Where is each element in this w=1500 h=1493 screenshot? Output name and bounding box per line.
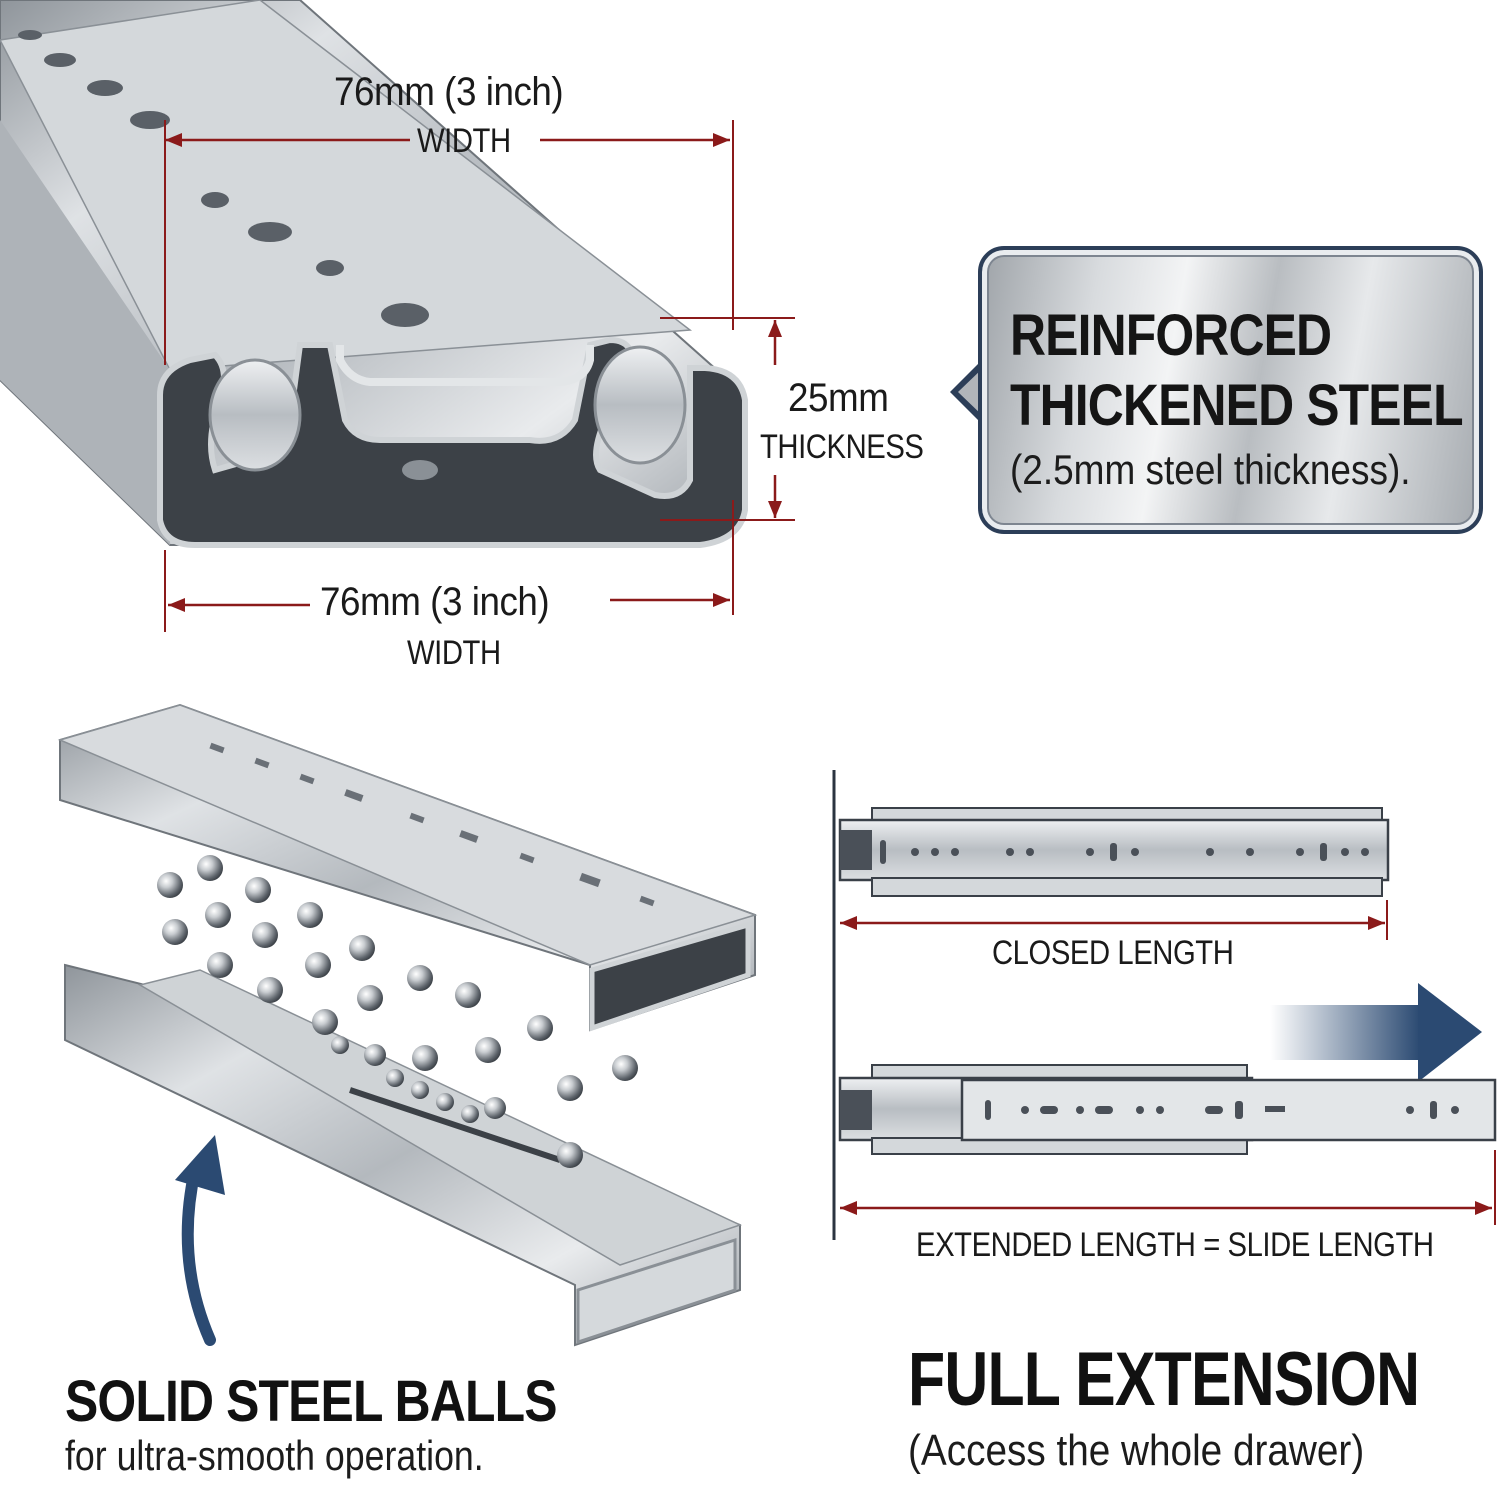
- badge-line-1: REINFORCED: [1010, 303, 1332, 368]
- dimension-lines: [164, 120, 795, 632]
- top-width-sublabel: WIDTH: [417, 122, 511, 160]
- balls-title: SOLID STEEL BALLS: [65, 1369, 557, 1434]
- top-width-label: 76mm (3 inch): [334, 70, 564, 114]
- rail-profile-illustration: [0, 0, 748, 548]
- thickness-label: 25mm: [788, 376, 889, 420]
- balls-subtitle: for ultra-smooth operation.: [65, 1432, 484, 1479]
- badge-line-2: THICKENED STEEL: [1010, 373, 1464, 438]
- exploded-rail-illustration: [57, 703, 758, 1347]
- thickness-sublabel: THICKNESS: [760, 428, 924, 466]
- bottom-width-label: 76mm (3 inch): [320, 580, 550, 624]
- steel-balls: [157, 855, 638, 1168]
- extension-title: FULL EXTENSION: [908, 1337, 1420, 1422]
- extension-subtitle: (Access the whole drawer): [908, 1426, 1365, 1475]
- extended-length-label: EXTENDED LENGTH = SLIDE LENGTH: [916, 1226, 1434, 1264]
- badge-line-3: (2.5mm steel thickness).: [1010, 446, 1411, 493]
- reinforced-steel-badge: REINFORCED THICKENED STEEL (2.5mm steel …: [978, 246, 1483, 534]
- bottom-width-sublabel: WIDTH: [407, 634, 501, 672]
- closed-length-label: CLOSED LENGTH: [992, 934, 1234, 972]
- curved-arrow-icon: [175, 1135, 225, 1346]
- length-diagram: [832, 770, 1497, 1240]
